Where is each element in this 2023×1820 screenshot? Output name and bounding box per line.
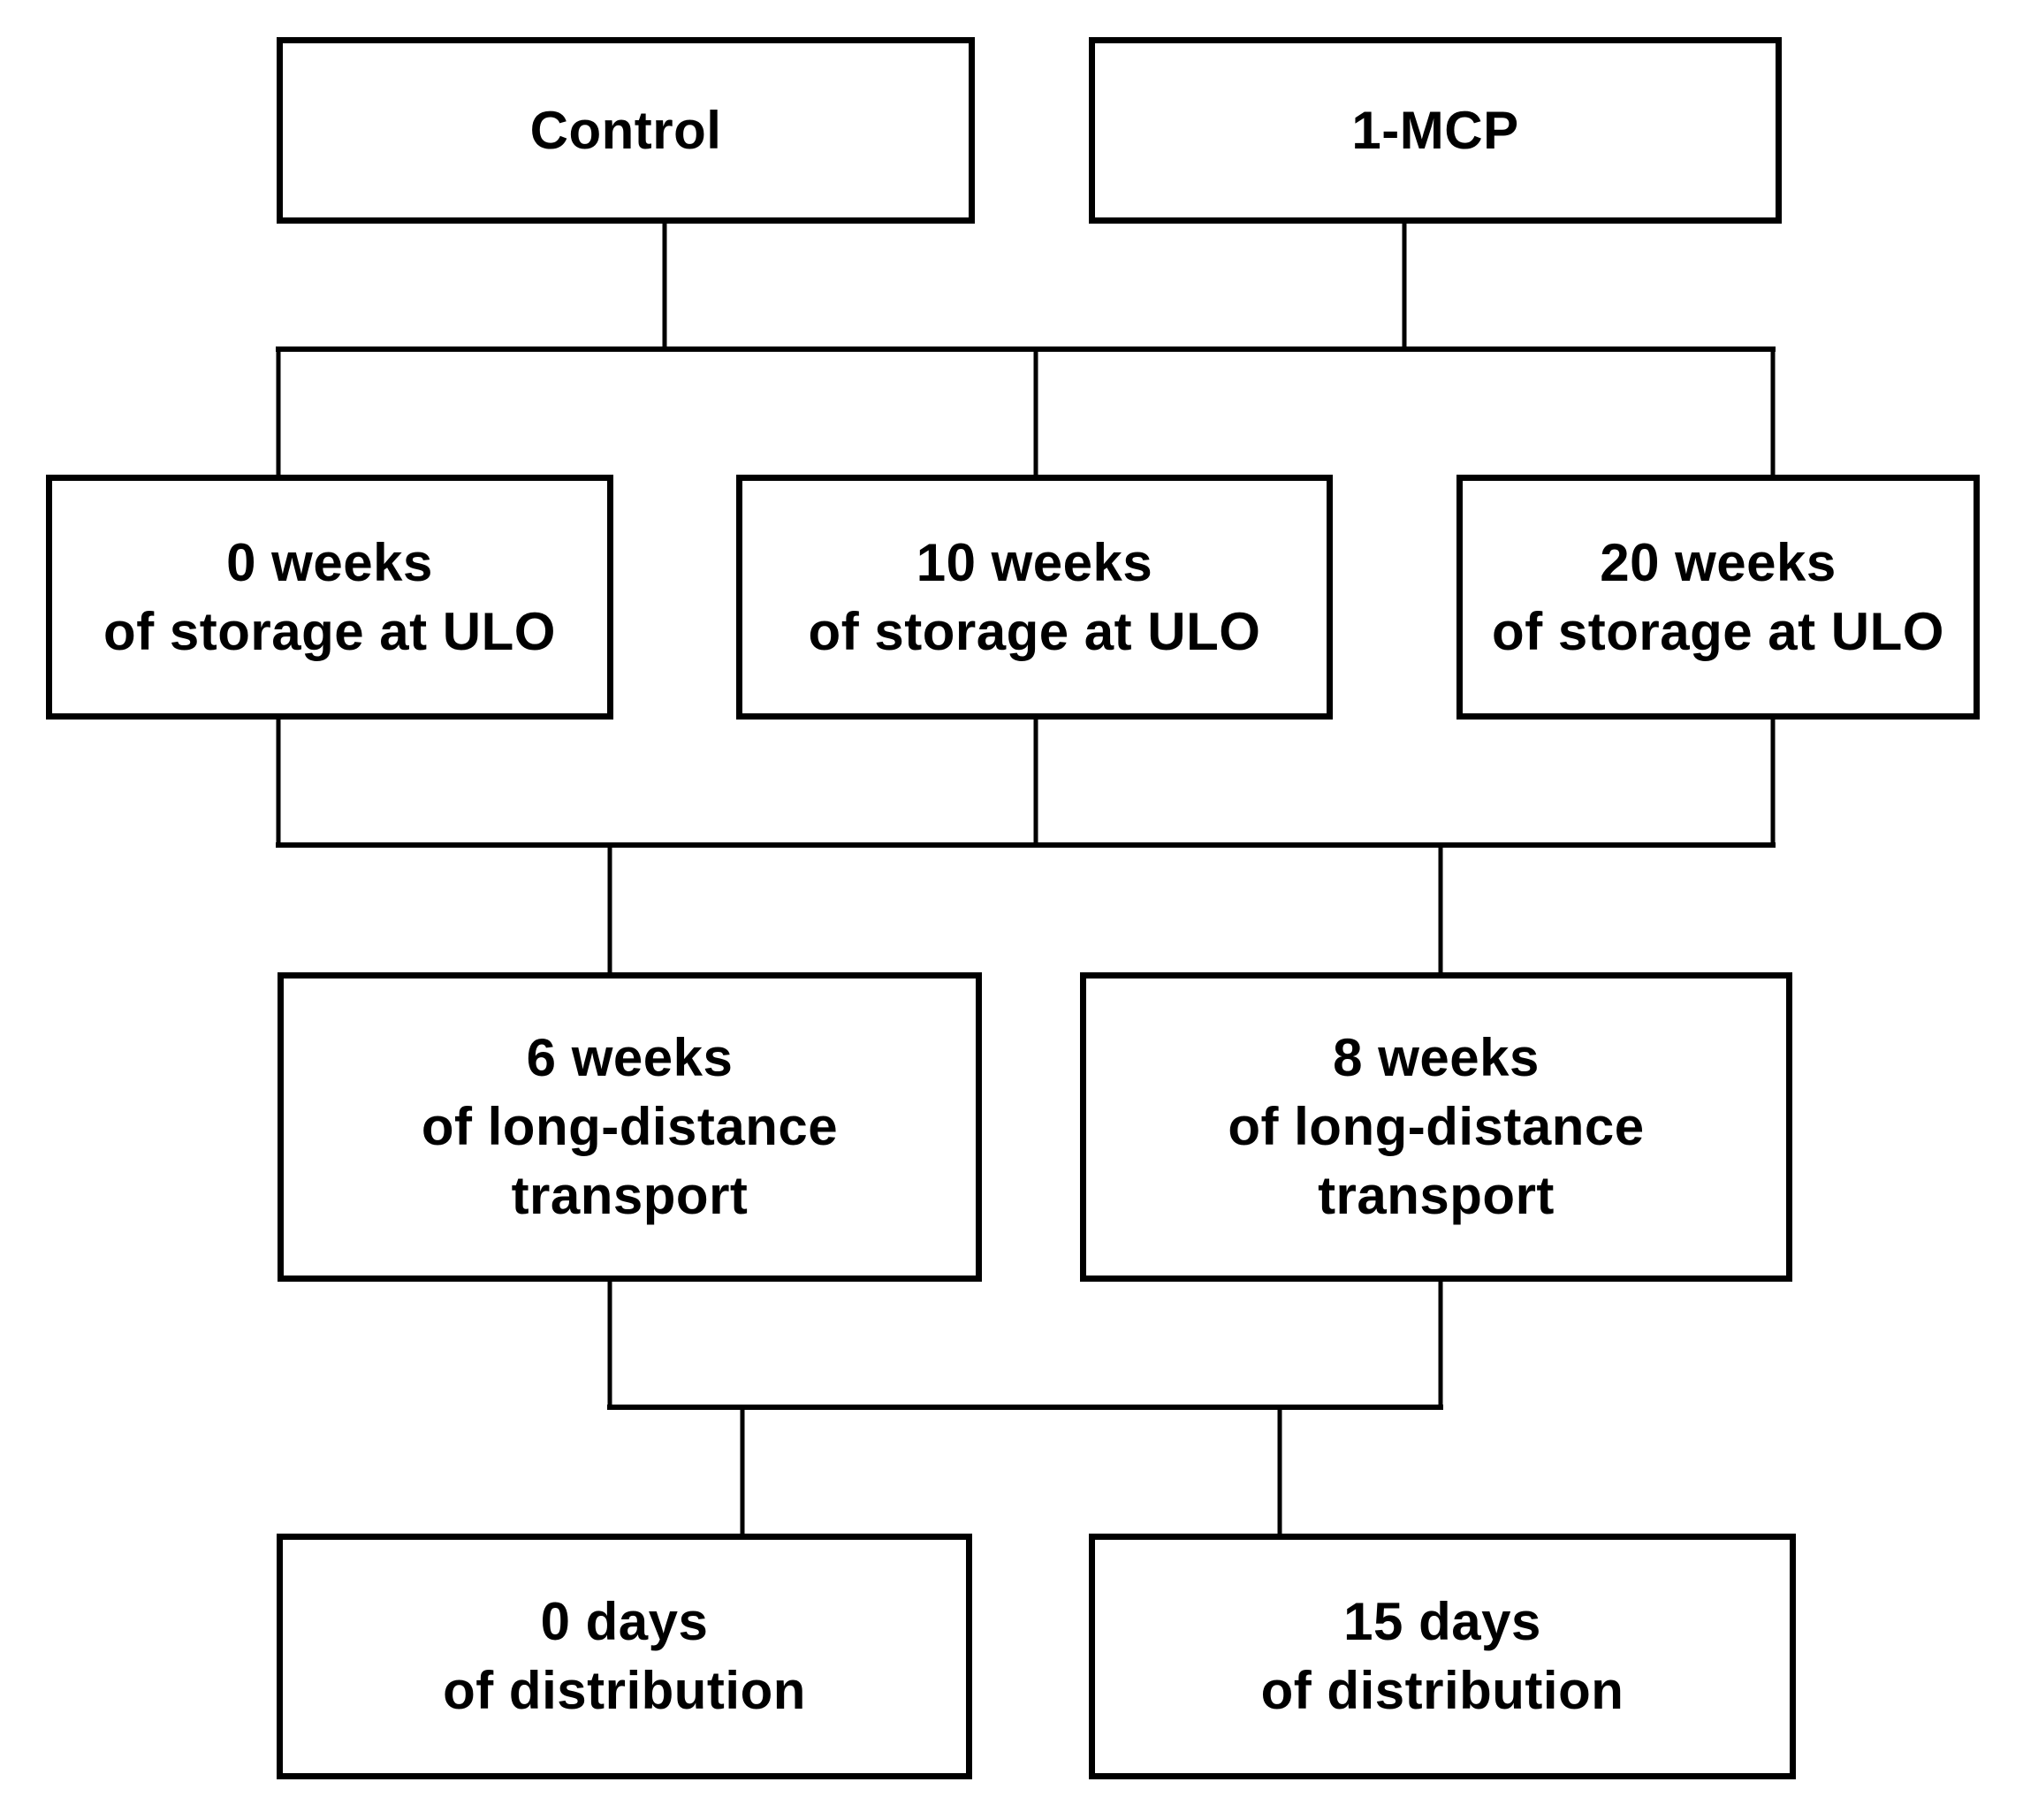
node-storage-10-weeks: 10 weeks of storage at ULO [736, 475, 1333, 720]
node-1-mcp-label: 1-MCP [1351, 100, 1519, 160]
node-storage-20-weeks-label: 20 weeks of storage at ULO [1492, 532, 1944, 661]
node-distribution-15-days-label: 15 days of distribution [1260, 1592, 1624, 1720]
node-transport-6-weeks-label: 6 weeks of long-distance transport [421, 1028, 839, 1225]
node-storage-20-weeks: 20 weeks of storage at ULO [1456, 475, 1980, 720]
node-storage-0-weeks: 0 weeks of storage at ULO [46, 475, 613, 720]
node-control: Control [277, 37, 975, 224]
node-storage-10-weeks-label: 10 weeks of storage at ULO [808, 532, 1261, 661]
node-distribution-0-days: 0 days of distribution [277, 1534, 972, 1779]
node-control-label: Control [529, 100, 722, 160]
node-transport-8-weeks: 8 weeks of long-distance transport [1080, 972, 1792, 1282]
node-1-mcp: 1-MCP [1089, 37, 1782, 224]
node-storage-0-weeks-label: 0 weeks of storage at ULO [103, 532, 556, 661]
node-distribution-15-days: 15 days of distribution [1089, 1534, 1796, 1779]
node-distribution-0-days-label: 0 days of distribution [443, 1592, 806, 1720]
node-transport-8-weeks-label: 8 weeks of long-distance transport [1228, 1028, 1645, 1225]
node-transport-6-weeks: 6 weeks of long-distance transport [278, 972, 982, 1282]
